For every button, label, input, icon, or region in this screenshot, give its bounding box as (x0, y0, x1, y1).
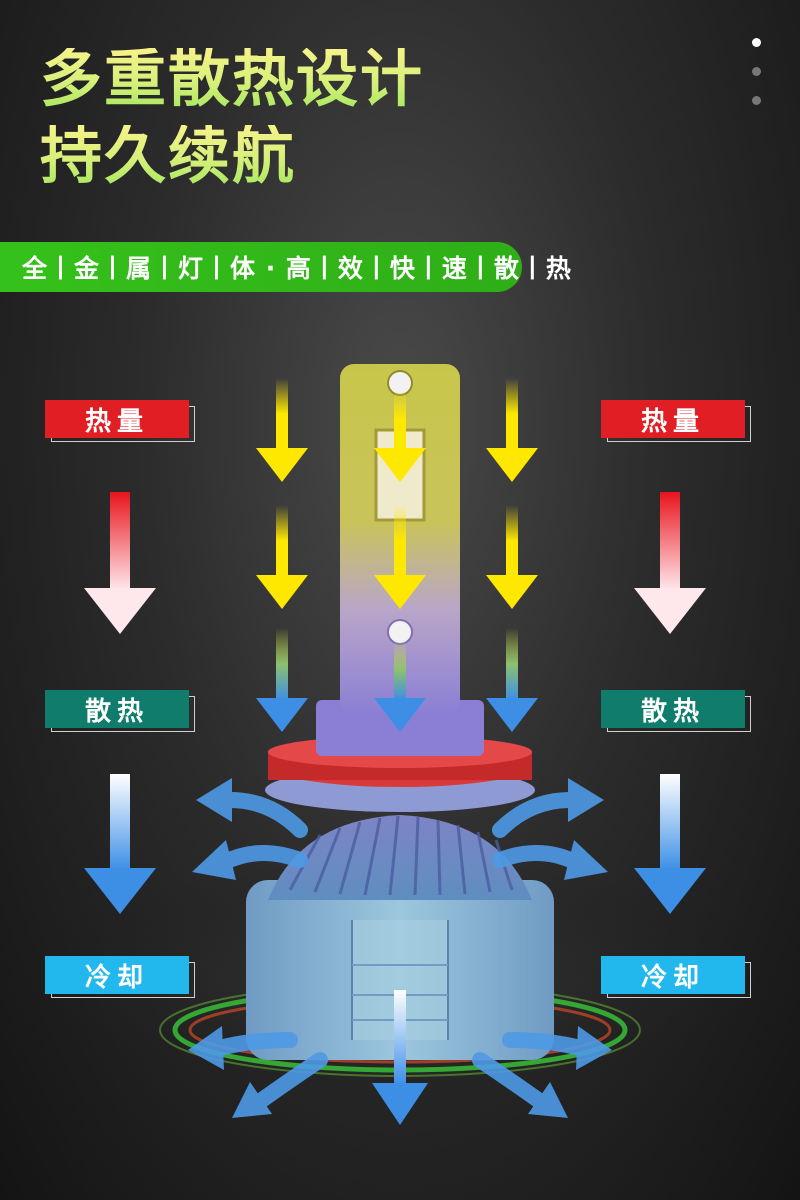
label-heat-right: 热量 (601, 400, 751, 442)
yellow-arrow (374, 505, 426, 609)
label-heat-left: 热量 (45, 400, 195, 442)
bulb-heatsink (246, 880, 554, 1060)
pagination-dot-2[interactable] (752, 67, 761, 76)
yellow-arrow (374, 390, 426, 482)
yellow-arrow (256, 505, 308, 609)
yellow-arrow (486, 505, 538, 609)
pagination-dots (752, 38, 762, 125)
feature-banner: 全丨金丨属丨灯丨体 · 高丨效丨快丨速丨散丨热 (0, 242, 571, 292)
curved-arrow (502, 1032, 588, 1056)
label-dissipate-left: 散热 (45, 690, 195, 732)
label-cool-right: 冷却 (601, 956, 751, 998)
blue-arrow (256, 628, 308, 732)
pagination-dot-3[interactable] (752, 96, 761, 105)
heat-flow-arrows (256, 378, 538, 732)
right-heat-arrow (634, 492, 706, 634)
curved-arrow (492, 844, 583, 870)
page-title: 多重散热设计 (40, 42, 425, 115)
left-cool-arrow (84, 774, 156, 914)
label-dissipate-right: 散热 (601, 690, 751, 732)
pagination-dot-1[interactable] (752, 38, 761, 47)
label-cool-left: 冷却 (45, 956, 195, 998)
curved-arrow (217, 844, 308, 870)
left-heat-arrow (84, 492, 156, 634)
feature-banner-text: 全丨金丨属丨灯丨体 · 高丨效丨快丨速丨散丨热 (22, 254, 572, 283)
curved-arrow (472, 1052, 546, 1108)
curved-arrow (212, 1032, 298, 1056)
dispersal-arrows (188, 778, 612, 1118)
right-cool-arrow (634, 774, 706, 914)
center-cooling-arrow (372, 990, 428, 1125)
blue-arrow (486, 628, 538, 732)
curved-arrow (222, 792, 308, 838)
yellow-arrow (486, 378, 538, 482)
yellow-arrow (256, 378, 308, 482)
curved-arrow (492, 792, 578, 838)
blue-arrow (374, 640, 426, 732)
curved-arrow (254, 1052, 328, 1108)
page-subtitle: 持久续航 (40, 119, 297, 192)
